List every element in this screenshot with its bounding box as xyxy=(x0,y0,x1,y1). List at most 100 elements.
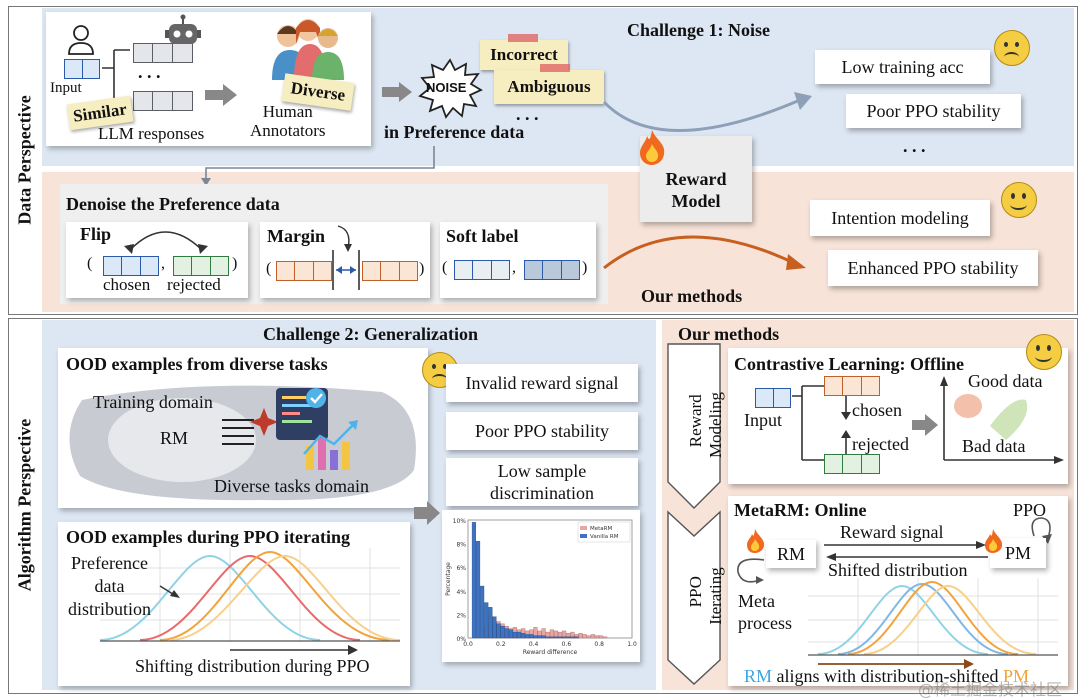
response-cells-2 xyxy=(133,91,193,111)
ood-ppo-card xyxy=(58,522,410,686)
data-perspective-label: Data Perspective xyxy=(14,95,35,225)
algorithm-perspective-label: Algorithm Perspective xyxy=(14,418,35,592)
contrastive-chosen-label: chosen xyxy=(852,400,902,420)
noise-to-outcomes-arrow xyxy=(602,92,812,132)
domain-blob xyxy=(69,385,416,501)
enhanced-ppo-box: Enhanced PPO stability xyxy=(828,250,1038,286)
diverse-domain-label: Diverse tasks domain xyxy=(214,476,369,496)
contrastive-chosen-cells xyxy=(824,376,880,396)
vanilla-bar xyxy=(574,636,579,639)
ppo-iterating-label: PPO Iterating xyxy=(666,567,726,625)
caption-mid: aligns with distribution-shifted xyxy=(772,666,1004,686)
margin-paren-open: ( xyxy=(266,260,272,277)
vanilla-bar xyxy=(545,636,550,639)
challenge1-title: Challenge 1: Noise xyxy=(627,20,770,40)
margin-rejected-cells xyxy=(362,261,418,281)
person-icon xyxy=(68,25,94,55)
arrow-to-noise xyxy=(382,82,412,102)
human-annotators-icon xyxy=(272,19,344,80)
good-bad-data-plot xyxy=(940,376,1064,464)
reward-modeling-text: Reward Modeling xyxy=(686,391,725,459)
challenge2-title: Challenge 2: Generalization xyxy=(263,324,478,344)
outcomes-ellipsis: . . . xyxy=(903,136,926,156)
our-methods2-title: Our methods xyxy=(678,324,780,344)
shifting-curves-plot xyxy=(99,548,401,655)
vanilla-bar xyxy=(553,636,558,639)
fire-icon-pm xyxy=(985,529,1003,553)
hist-xlabel: Reward difference xyxy=(523,649,578,656)
fire-icon xyxy=(640,130,665,165)
robot-icon xyxy=(165,14,201,44)
vanilla-bar xyxy=(533,635,538,639)
hist-legend-label: MetaRM xyxy=(590,526,612,532)
rm-label: RM xyxy=(160,428,189,448)
metarm-title: MetaRM: Online xyxy=(734,500,867,520)
contrastive-title: Contrastive Learning: Offline xyxy=(734,354,964,374)
tasks-illustration-icon xyxy=(222,388,358,470)
metarm-bar xyxy=(578,633,583,639)
margin-arrow-icon xyxy=(332,225,360,290)
hist-ylabel: Percentage xyxy=(445,562,452,596)
vanilla-bar xyxy=(496,623,501,639)
poor-ppo-box: Poor PPO stability xyxy=(446,412,638,450)
vanilla-bar xyxy=(488,607,493,639)
alignment-caption: RM aligns with distribution-shifted PM xyxy=(744,666,1029,687)
flip-arrow-icon xyxy=(124,231,208,254)
vanilla-bar xyxy=(529,634,534,639)
margin-card xyxy=(260,222,430,298)
vanilla-bar xyxy=(476,541,481,639)
preference-dist-label: Preference data distribution xyxy=(68,553,152,619)
good-data-label: Good data xyxy=(968,371,1043,391)
reward-model-box: Reward Model xyxy=(640,136,752,222)
fire-icon-rm xyxy=(747,529,765,553)
response-ellipsis: . . . xyxy=(138,62,161,82)
soft-label-title: Soft label xyxy=(446,226,519,246)
flip-chosen-cells xyxy=(103,256,159,276)
meta-loop-arrow xyxy=(737,558,765,584)
margin-chosen-cells xyxy=(276,261,332,281)
rm-box: RM xyxy=(766,540,816,568)
low-sample-box: Low sample discrimination xyxy=(446,458,638,506)
metarm-bar xyxy=(594,635,600,639)
hist-ytick: 4% xyxy=(456,589,466,596)
ood-ppo-title: OOD examples during PPO iterating xyxy=(66,527,350,547)
contrastive-input-cells xyxy=(755,388,791,408)
soft-paren-open: ( xyxy=(442,259,448,276)
flip-chosen-label: chosen xyxy=(103,275,151,294)
aligned-curves-plot xyxy=(808,578,1058,669)
llm-responses-label: LLM responses xyxy=(98,124,205,143)
diverse-label: Diverse xyxy=(289,78,347,105)
tags-ellipsis: . . . xyxy=(516,104,539,124)
vanilla-bar xyxy=(557,636,563,639)
ambiguous-label: Ambiguous xyxy=(507,77,591,96)
incorrect-label: Incorrect xyxy=(490,45,558,64)
chevron-ppo-iterating xyxy=(667,510,721,685)
hist-ytick: 2% xyxy=(456,612,466,619)
vanilla-bar xyxy=(541,635,546,639)
happy-face-icon-2 xyxy=(1026,334,1062,370)
soft-paren-close: ) xyxy=(582,259,588,276)
noise-label: NOISE xyxy=(426,80,467,95)
in-preference-data-label: in Preference data xyxy=(384,122,525,142)
contrastive-rejected-label: rejected xyxy=(852,434,909,454)
vanilla-bar xyxy=(516,631,522,639)
vanilla-bar xyxy=(504,628,509,639)
watermark: @稀土掘金技术社区 xyxy=(918,680,1063,699)
hist-ytick: 10% xyxy=(453,518,467,525)
top-to-denoise-connector xyxy=(201,146,435,186)
intention-modeling-box: Intention modeling xyxy=(810,200,990,236)
contrastive-input-label: Input xyxy=(744,410,782,430)
hist-legend xyxy=(577,521,631,543)
poor-ppo-stability-box: Poor PPO stability xyxy=(846,94,1021,128)
similar-label: Similar xyxy=(71,99,128,126)
hist-xtick: 0.6 xyxy=(562,641,572,648)
training-domain-label: Training domain xyxy=(93,392,213,412)
low-training-acc-box: Low training acc xyxy=(815,50,990,84)
flip-comma: , xyxy=(161,255,165,272)
happy-face-icon xyxy=(1001,182,1037,218)
denoise-title: Denoise the Preference data xyxy=(66,194,280,214)
vanilla-bar xyxy=(566,636,571,639)
vanilla-bar xyxy=(500,625,505,639)
soft-cells-1 xyxy=(454,260,510,280)
